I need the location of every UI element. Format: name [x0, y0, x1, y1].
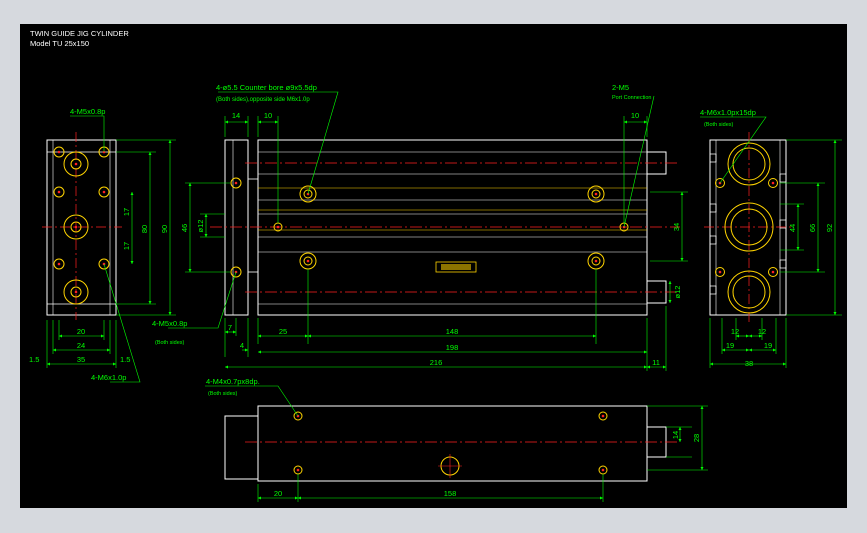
- bottom-callout: 4-M4x0.7px8dp.: [206, 377, 260, 386]
- dim-10a: 10: [264, 111, 272, 120]
- right-end-view: 4-M6x1.0px15dp (Both sides) 92 66 44 12 …: [700, 108, 842, 368]
- dim-19b: 19: [764, 341, 772, 350]
- dim-80: 80: [140, 225, 149, 233]
- front-view: 4-ø5.5 Counter bore ø9x5.5dp (Both sides…: [152, 83, 688, 371]
- dim-34: 34: [672, 223, 681, 231]
- dim-90: 90: [160, 225, 169, 233]
- dim-4: 4: [240, 341, 244, 350]
- dim-216: 216: [430, 358, 443, 367]
- dim-17b: 17: [122, 242, 131, 250]
- dim-14: 14: [232, 111, 240, 120]
- dim-b14: 14: [671, 431, 680, 439]
- front-callout-counterbore-sub: (Both sides),opposite side M6x1.0p: [216, 97, 310, 103]
- dim-12a: 12: [731, 327, 739, 336]
- dim-20: 20: [77, 327, 85, 336]
- dim-b28: 28: [692, 434, 701, 442]
- dim-46: 46: [180, 224, 189, 232]
- dim-198: 198: [446, 343, 459, 352]
- dim-35: 35: [77, 355, 85, 364]
- brand-plate: [435, 261, 477, 273]
- dim-66: 66: [808, 224, 817, 232]
- dim-11: 11: [652, 358, 660, 367]
- dim-92: 92: [825, 224, 834, 232]
- title-line2: Model TU 25x150: [30, 39, 89, 48]
- dim-148: 148: [446, 327, 459, 336]
- front-callout-port: 2-M5: [612, 83, 629, 92]
- dim-19a: 19: [726, 341, 734, 350]
- drawing-canvas: TWIN GUIDE JIG CYLINDER Model TU 25x150: [20, 24, 847, 508]
- bottom-callout-sub: (Both sides): [208, 391, 238, 397]
- dim-d12a: ø12: [196, 220, 205, 233]
- front-callout-counterbore: 4-ø5.5 Counter bore ø9x5.5dp: [216, 83, 317, 92]
- dim-1-5b: 1.5: [120, 355, 130, 364]
- title-line1: TWIN GUIDE JIG CYLINDER: [30, 29, 129, 38]
- dim-17a: 17: [122, 208, 131, 216]
- dim-b20: 20: [274, 489, 282, 498]
- right-callout: 4-M6x1.0px15dp: [700, 108, 756, 117]
- cad-drawing: TWIN GUIDE JIG CYLINDER Model TU 25x150: [29, 29, 842, 502]
- left-callout-bottom: 4-M6x1.0p: [91, 373, 126, 382]
- dim-b158: 158: [444, 489, 457, 498]
- left-callout-top: 4-M5x0.8p: [70, 107, 105, 116]
- bottom-view: 4-M4x0.7px8dp. (Both sides) 14 28 20 158: [205, 377, 708, 502]
- dim-7: 7: [228, 323, 232, 332]
- dim-24: 24: [77, 341, 85, 350]
- dim-25: 25: [279, 327, 287, 336]
- dim-d12b: ø12: [673, 286, 682, 299]
- dim-44: 44: [788, 224, 797, 232]
- front-callout-m5-sub: (Both sides): [155, 340, 185, 346]
- dim-12b: 12: [758, 327, 766, 336]
- dim-10b: 10: [631, 111, 639, 120]
- front-callout-port-sub: Port Connection: [612, 95, 651, 101]
- front-callout-m5: 4-M5x0.8p: [152, 319, 187, 328]
- left-end-view: 4-M5x0.8p 4-M6x1.0p 90 80 17 17 20 24 35…: [29, 107, 176, 383]
- dim-38: 38: [745, 359, 753, 368]
- right-callout-sub: (Both sides): [704, 122, 734, 128]
- dim-1-5a: 1.5: [29, 355, 39, 364]
